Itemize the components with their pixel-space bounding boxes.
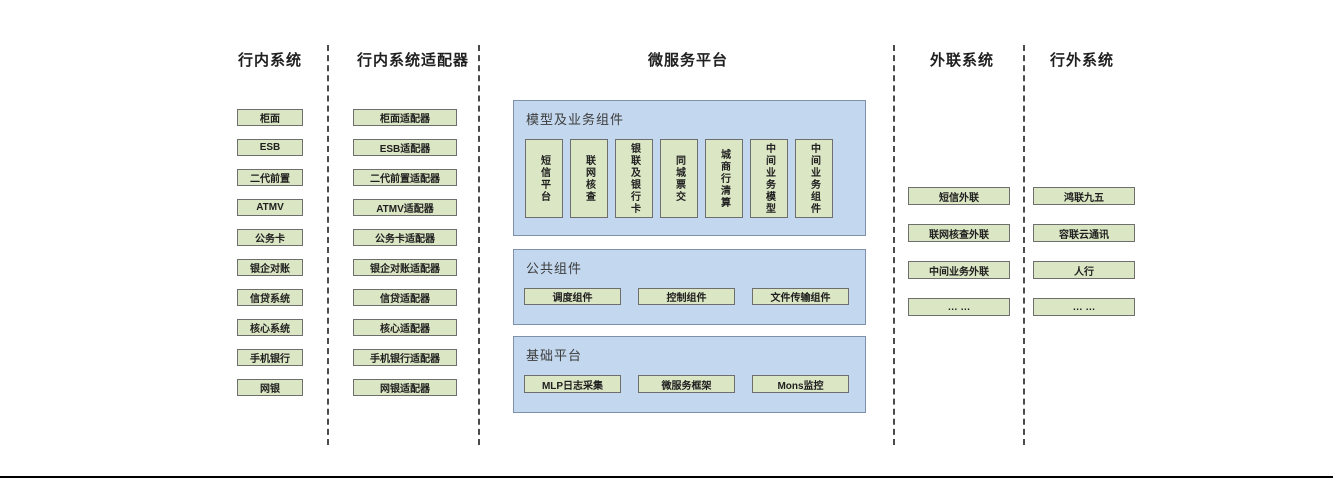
model-component-box: 中间业务组件 — [795, 139, 833, 218]
column-header-microservice-platform: 微服务平台 — [647, 52, 728, 69]
outside-systems-list: 鸿联九五 容联云通讯 人行 … … — [1033, 187, 1135, 316]
model-component-label: 中间业务模型 — [763, 142, 775, 215]
system-box: 银企对账 — [237, 259, 303, 276]
external-link-box: 短信外联 — [908, 187, 1010, 205]
adapter-box: 网银适配器 — [353, 379, 457, 396]
base-platform-box: 微服务框架 — [638, 375, 735, 393]
adapter-box: 柜面适配器 — [353, 109, 457, 126]
panel-title: 公共组件 — [526, 261, 583, 276]
common-component-box: 调度组件 — [524, 288, 621, 305]
base-platform-box: MLP日志采集 — [524, 375, 621, 393]
system-box: ESB — [237, 139, 303, 156]
system-box: 核心系统 — [237, 319, 303, 336]
adapter-box: 银企对账适配器 — [353, 259, 457, 276]
external-link-box: … … — [908, 298, 1010, 316]
model-component-box: 城商行清算 — [705, 139, 743, 218]
model-component-box: 同城票交 — [660, 139, 698, 218]
model-component-box: 短信平台 — [525, 139, 563, 218]
common-component-box: 文件传输组件 — [752, 288, 849, 305]
base-platform-box: Mons监控 — [752, 375, 849, 393]
system-box: ATMV — [237, 199, 303, 216]
adapter-box: 手机银行适配器 — [353, 349, 457, 366]
column-divider-1 — [327, 45, 329, 445]
adapter-box: 核心适配器 — [353, 319, 457, 336]
outside-system-box: 人行 — [1033, 261, 1135, 279]
external-link-box: 联网核查外联 — [908, 224, 1010, 242]
model-component-label: 短信平台 — [538, 154, 550, 203]
adapter-box: ATMV适配器 — [353, 199, 457, 216]
outside-system-box: 容联云通讯 — [1033, 224, 1135, 242]
column-header-internal-adapters: 行内系统适配器 — [356, 52, 469, 69]
external-link-list: 短信外联 联网核查外联 中间业务外联 … … — [908, 187, 1010, 316]
common-components-row: 调度组件 控制组件 文件传输组件 — [524, 288, 849, 305]
column-header-external-link-systems: 外联系统 — [929, 52, 994, 69]
model-component-box: 银联及银行卡 — [615, 139, 653, 218]
panel-common-components: 公共组件 调度组件 控制组件 文件传输组件 — [513, 249, 866, 325]
adapter-box: 公务卡适配器 — [353, 229, 457, 246]
column-header-outside-systems: 行外系统 — [1049, 52, 1114, 69]
model-component-label: 城商行清算 — [718, 148, 730, 209]
adapter-box: ESB适配器 — [353, 139, 457, 156]
system-box: 信贷系统 — [237, 289, 303, 306]
system-box: 公务卡 — [237, 229, 303, 246]
model-component-label: 中间业务组件 — [808, 142, 820, 215]
column-divider-3 — [893, 45, 895, 445]
model-component-label: 银联及银行卡 — [628, 142, 640, 215]
column-divider-4 — [1023, 45, 1025, 445]
panel-title: 基础平台 — [526, 348, 583, 363]
external-link-box: 中间业务外联 — [908, 261, 1010, 279]
model-component-box: 中间业务模型 — [750, 139, 788, 218]
panel-model-business-components: 模型及业务组件 短信平台 联网核查 银联及银行卡 同城票交 城商行清算 中间业务… — [513, 100, 866, 236]
system-box: 手机银行 — [237, 349, 303, 366]
system-box: 柜面 — [237, 109, 303, 126]
base-platform-row: MLP日志采集 微服务框架 Mons监控 — [524, 375, 849, 393]
internal-systems-list: 柜面 ESB 二代前置 ATMV 公务卡 银企对账 信贷系统 核心系统 手机银行… — [237, 109, 303, 396]
model-component-label: 联网核查 — [583, 154, 595, 203]
outside-system-box: … … — [1033, 298, 1135, 316]
model-components-row: 短信平台 联网核查 银联及银行卡 同城票交 城商行清算 中间业务模型 中间业务组… — [525, 139, 833, 218]
common-component-box: 控制组件 — [638, 288, 735, 305]
adapter-box: 二代前置适配器 — [353, 169, 457, 186]
column-header-internal-systems: 行内系统 — [237, 52, 302, 69]
model-component-label: 同城票交 — [673, 154, 685, 203]
panel-title: 模型及业务组件 — [526, 112, 625, 127]
system-box: 二代前置 — [237, 169, 303, 186]
system-box: 网银 — [237, 379, 303, 396]
internal-adapters-list: 柜面适配器 ESB适配器 二代前置适配器 ATMV适配器 公务卡适配器 银企对账… — [353, 109, 457, 396]
adapter-box: 信贷适配器 — [353, 289, 457, 306]
outside-system-box: 鸿联九五 — [1033, 187, 1135, 205]
model-component-box: 联网核查 — [570, 139, 608, 218]
page-bottom-divider — [0, 476, 1333, 478]
column-divider-2 — [478, 45, 480, 445]
panel-base-platform: 基础平台 MLP日志采集 微服务框架 Mons监控 — [513, 336, 866, 413]
